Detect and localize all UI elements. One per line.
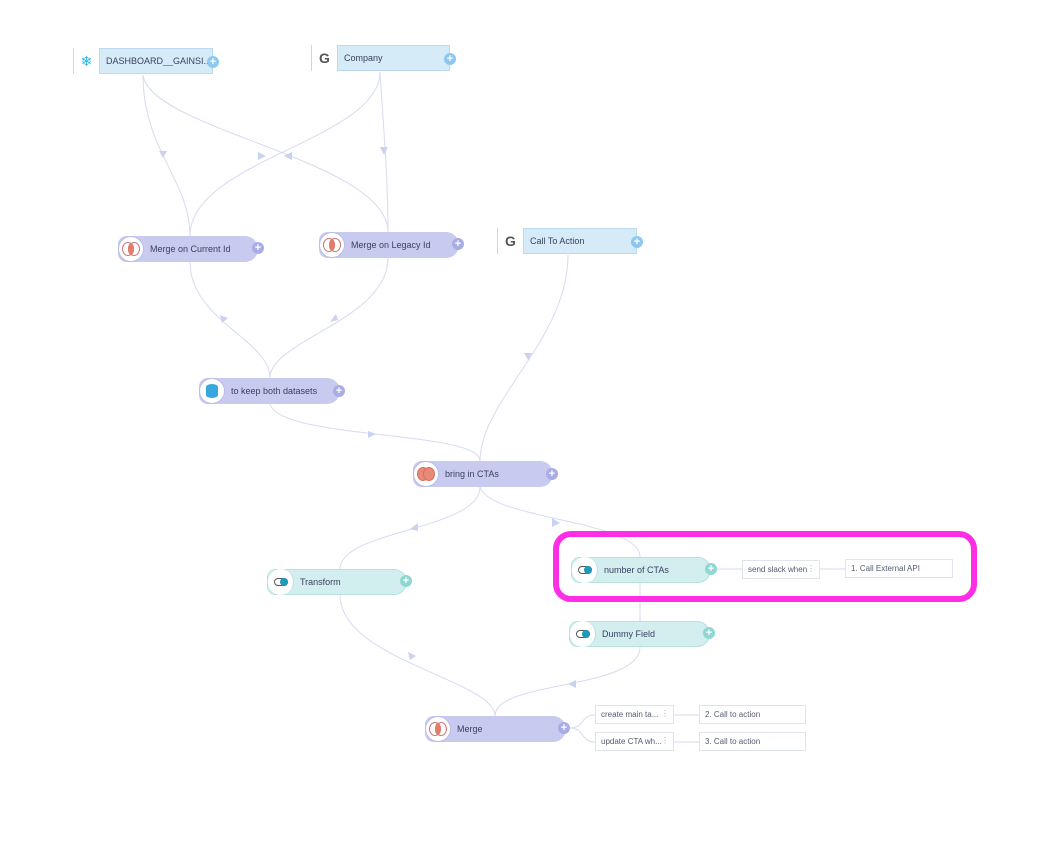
node-label: Company (344, 53, 383, 63)
rule-label: update CTA wh... (601, 737, 662, 746)
edge-arrow (159, 151, 167, 158)
node-label: bring in CTAs (445, 469, 499, 479)
node-label: Dummy Field (602, 629, 656, 639)
toggle-icon (268, 569, 294, 595)
add-step-button[interactable]: + (207, 56, 219, 68)
node-merge-on-legacy-id[interactable]: Merge on Legacy Id (319, 232, 459, 258)
edge-arrow (220, 315, 228, 323)
edge-merge-current-to-keep-both (189, 261, 271, 379)
edge-arrow (330, 314, 338, 322)
node-label: Merge on Legacy Id (351, 240, 431, 250)
edge-merge-to-create-main (569, 714, 596, 729)
union-cylinder-icon (199, 378, 225, 404)
action-label: 2. Call to action (705, 710, 761, 719)
edge-arrow (368, 431, 376, 438)
node-company[interactable]: G Company (311, 45, 450, 71)
kebab-menu-icon[interactable]: ⋮ (661, 736, 669, 745)
edge-arrow (568, 680, 576, 688)
google-icon: G (498, 228, 524, 254)
add-step-button[interactable]: + (546, 468, 558, 480)
edge-dashboard-to-merge-legacy (142, 74, 389, 233)
node-number-of-ctas[interactable]: number of CTAs (571, 557, 711, 583)
action-call-external-api[interactable]: 1. Call External API (845, 559, 953, 578)
node-label: Merge (457, 724, 483, 734)
node-dashboard-gainsight[interactable]: ❄ DASHBOARD__GAINSI... (73, 48, 213, 74)
rule-create-main-task[interactable]: create main ta... ⋮ (595, 705, 674, 724)
node-merge-on-current-id[interactable]: Merge on Current Id (118, 236, 258, 262)
edge-keep-both-to-bring-ctas (269, 403, 481, 462)
edge-arrow (524, 353, 532, 360)
kebab-menu-icon[interactable]: ⋮ (807, 564, 815, 573)
node-label: DASHBOARD__GAINSI... (106, 56, 212, 66)
edge-dummy-to-merge (494, 646, 641, 717)
add-step-button[interactable]: + (400, 575, 412, 587)
edge-arrow (258, 152, 266, 160)
merge-venn-full-icon (413, 461, 439, 487)
edge-bring-ctas-to-transform (339, 486, 481, 570)
rule-update-cta[interactable]: update CTA wh... ⋮ (595, 732, 674, 751)
highlight-box (553, 531, 977, 602)
add-step-button[interactable]: + (631, 236, 643, 248)
node-dummy-field[interactable]: Dummy Field (569, 621, 710, 647)
edge-arrow (410, 523, 418, 531)
kebab-menu-icon[interactable]: ⋮ (661, 709, 669, 718)
edge-company-to-merge-legacy (379, 71, 389, 233)
add-step-button[interactable]: + (705, 563, 717, 575)
rule-label: send slack when (748, 565, 808, 574)
toggle-icon (570, 621, 596, 647)
edge-cta-to-bring-ctas (479, 254, 569, 462)
action-label: 1. Call External API (851, 564, 920, 573)
add-step-button[interactable]: + (333, 385, 345, 397)
merge-venn-icon (118, 236, 144, 262)
edge-arrow (284, 152, 292, 160)
edge-bring-ctas-to-number-ctas (479, 486, 641, 558)
node-merge[interactable]: Merge (425, 716, 566, 742)
edge-company-to-merge-current (189, 71, 381, 237)
toggle-icon (572, 557, 598, 583)
action-call-to-action-2[interactable]: 2. Call to action (699, 705, 806, 724)
action-call-to-action-3[interactable]: 3. Call to action (699, 732, 806, 751)
snowflake-icon: ❄ (74, 48, 100, 74)
node-label: Transform (300, 577, 341, 587)
edge-arrow (408, 652, 416, 660)
merge-venn-icon (319, 232, 345, 258)
edge-dashboard-to-merge-current (142, 74, 191, 237)
node-bring-in-ctas[interactable]: bring in CTAs (413, 461, 553, 487)
google-icon: G (312, 45, 338, 71)
node-call-to-action[interactable]: G Call To Action (497, 228, 637, 254)
edge-arrow (552, 518, 560, 527)
node-to-keep-both-datasets[interactable]: to keep both datasets (199, 378, 340, 404)
add-step-button[interactable]: + (558, 722, 570, 734)
edge-merge-to-update-cta (569, 727, 596, 743)
rule-label: create main ta... (601, 710, 659, 719)
add-step-button[interactable]: + (252, 242, 264, 254)
edge-arrow (380, 147, 388, 155)
action-label: 3. Call to action (705, 737, 761, 746)
merge-venn-icon (425, 716, 451, 742)
rule-send-slack-when[interactable]: send slack when ⋮ (742, 560, 820, 579)
edge-transform-to-merge (339, 594, 496, 717)
node-label: Call To Action (530, 236, 585, 246)
node-label: Merge on Current Id (150, 244, 231, 254)
add-step-button[interactable]: + (444, 53, 456, 65)
add-step-button[interactable]: + (703, 627, 715, 639)
node-label: to keep both datasets (231, 386, 318, 396)
edge-merge-legacy-to-keep-both (269, 257, 389, 379)
node-transform[interactable]: Transform (267, 569, 407, 595)
add-step-button[interactable]: + (452, 238, 464, 250)
